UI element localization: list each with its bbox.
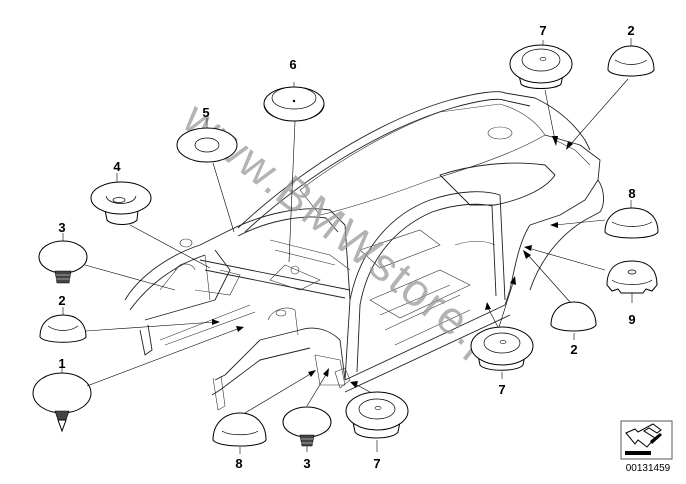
callout-label-3[interactable]: 3 bbox=[58, 220, 65, 235]
leader-9 bbox=[527, 247, 606, 271]
part-9-notched-cap[interactable] bbox=[606, 260, 658, 294]
part-3-plug-with-clip-bottom[interactable] bbox=[282, 406, 332, 447]
leader-2-top-right bbox=[569, 78, 629, 146]
arrowhead-2-lower-right bbox=[523, 250, 531, 259]
callout-label-9[interactable]: 9 bbox=[628, 312, 635, 327]
leader-7-middle-a bbox=[487, 307, 499, 328]
leader-6 bbox=[288, 120, 296, 263]
callout-label-1[interactable]: 1 bbox=[58, 356, 65, 371]
leader-3 bbox=[84, 264, 176, 291]
leader-7-middle-b bbox=[498, 279, 515, 328]
arrowhead-2-top-right bbox=[566, 141, 573, 150]
part-3-plug-with-clip-left[interactable] bbox=[38, 240, 88, 284]
reference-box: 00131459 bbox=[620, 420, 673, 474]
reference-code: 00131459 bbox=[626, 463, 671, 474]
arrowhead-1 bbox=[236, 326, 244, 332]
arrowhead-3-bottom bbox=[323, 368, 329, 377]
arrowhead-8-right bbox=[550, 222, 558, 228]
leader-8-bottom bbox=[244, 372, 313, 414]
part-6-cup-grommet[interactable] bbox=[263, 86, 325, 122]
part-2-dome-cap-left[interactable] bbox=[39, 314, 87, 343]
part-4-grommet-flanged[interactable] bbox=[90, 181, 152, 225]
leader-2-lower-right bbox=[527, 254, 571, 303]
leader-8-right bbox=[554, 219, 606, 226]
part-2-dome-cap-top-right[interactable] bbox=[607, 45, 655, 77]
callout-label-7-bottom[interactable]: 7 bbox=[373, 456, 380, 471]
part-7-stepped-grommet-bottom[interactable] bbox=[345, 391, 409, 439]
leader-4 bbox=[129, 224, 211, 269]
part-2-dome-cap-lower-right[interactable] bbox=[550, 301, 597, 332]
callout-label-8-right[interactable]: 8 bbox=[628, 186, 635, 201]
leader-2-left bbox=[85, 321, 216, 332]
arrowhead-9 bbox=[524, 245, 532, 251]
arrowhead-7-middle-b bbox=[510, 276, 516, 285]
arrowhead-2-left bbox=[212, 319, 220, 325]
callout-label-2-top-right[interactable]: 2 bbox=[627, 23, 634, 38]
arrowhead-8-bottom bbox=[308, 370, 316, 377]
part-7-stepped-grommet-top[interactable] bbox=[509, 44, 573, 89]
callout-label-7-middle[interactable]: 7 bbox=[498, 382, 505, 397]
callout-label-5[interactable]: 5 bbox=[202, 105, 209, 120]
leader-7-top bbox=[544, 89, 556, 141]
arrowhead-7-top bbox=[552, 136, 558, 146]
callout-label-8-bottom[interactable]: 8 bbox=[235, 456, 242, 471]
leader-5 bbox=[212, 162, 235, 233]
callout-label-2-lower-right[interactable]: 2 bbox=[570, 342, 577, 357]
car-body-shell bbox=[124, 91, 604, 411]
leader-7-bottom bbox=[354, 383, 371, 393]
leader-1 bbox=[86, 327, 241, 387]
part-5-flat-washer[interactable] bbox=[176, 127, 238, 163]
part-8-dome-cap-bottom[interactable] bbox=[212, 412, 267, 447]
callout-label-7-top[interactable]: 7 bbox=[539, 23, 546, 38]
part-8-dome-cap-right[interactable] bbox=[604, 207, 659, 239]
arrowhead-7-middle-a bbox=[485, 302, 491, 310]
arrowhead-7-bottom bbox=[350, 381, 358, 388]
part-1-plug-with-clip[interactable] bbox=[32, 372, 92, 433]
direction-arrow-icon bbox=[625, 423, 662, 455]
callout-label-6[interactable]: 6 bbox=[289, 57, 296, 72]
part-7-stepped-grommet-middle[interactable] bbox=[470, 326, 534, 371]
leader-3-bottom bbox=[306, 372, 328, 407]
callout-label-2-left[interactable]: 2 bbox=[58, 293, 65, 308]
callout-label-4[interactable]: 4 bbox=[113, 159, 121, 174]
callout-label-3-bottom[interactable]: 3 bbox=[303, 456, 310, 471]
